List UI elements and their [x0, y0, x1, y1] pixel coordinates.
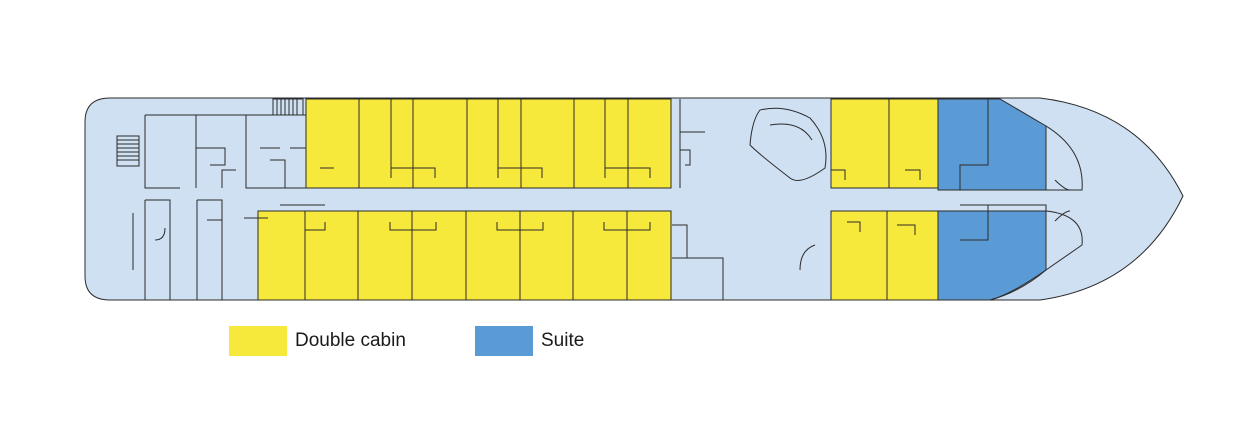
cabin-bottom-2 — [304, 210, 359, 301]
legend-double-cabin: Double cabin — [229, 326, 406, 356]
cabin-bottom-10 — [886, 210, 939, 301]
cabin-top-8 — [830, 98, 890, 189]
suites — [937, 98, 1047, 301]
cabin-bottom-8 — [626, 210, 672, 301]
cabin-bottom-1 — [257, 210, 306, 301]
legend-suite-swatch — [475, 326, 533, 356]
cabin-bottom-7 — [572, 210, 628, 301]
cabin-bottom-5 — [465, 210, 521, 301]
cabin-bottom-9 — [830, 210, 888, 301]
legend-suite-label: Suite — [541, 330, 585, 351]
interior-walls — [116, 98, 1083, 301]
cabin-top-4 — [466, 98, 522, 189]
cabin-bottom-6 — [519, 210, 574, 301]
legend-double-cabin-label: Double cabin — [295, 330, 406, 351]
cabin-bottom-3 — [357, 210, 413, 301]
double-cabins-bottom — [257, 210, 939, 301]
cabin-top-5 — [520, 98, 575, 189]
legend-suite: Suite — [475, 326, 584, 356]
cabin-top-1 — [305, 98, 360, 189]
double-cabins-top — [305, 98, 939, 189]
cabin-top-9 — [888, 98, 939, 189]
cabin-top-6 — [573, 98, 629, 189]
legend-double-cabin-swatch — [229, 326, 287, 356]
cabin-top-3 — [412, 98, 468, 189]
cabin-top-2 — [358, 98, 414, 189]
cabin-bottom-4 — [411, 210, 467, 301]
